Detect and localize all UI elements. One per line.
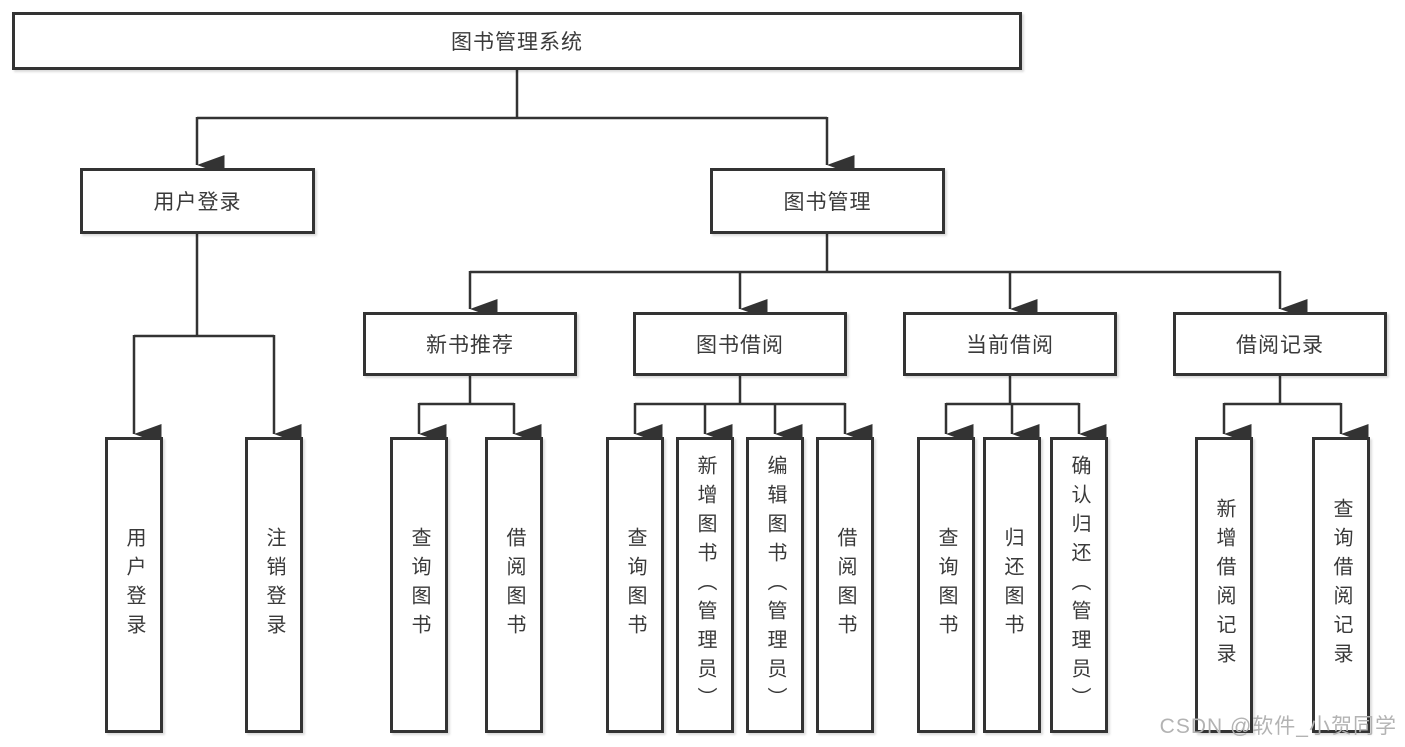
leaf-label: 查询借阅记录 bbox=[1330, 498, 1352, 672]
leaf-query-borrow-record: 查询借阅记录 bbox=[1312, 437, 1370, 733]
leaf-borrow-books-recommend: 借阅图书 bbox=[485, 437, 543, 733]
leaf-label: 借阅图书 bbox=[834, 527, 856, 643]
leaf-label: 查询图书 bbox=[624, 527, 646, 643]
leaf-label: 编辑图书（管理员） bbox=[764, 454, 786, 716]
node-label: 图书管理 bbox=[783, 191, 872, 214]
node-label: 图书管理系统 bbox=[451, 31, 583, 54]
leaf-label: 新增借阅记录 bbox=[1213, 498, 1235, 672]
leaf-logout: 注销登录 bbox=[245, 437, 303, 733]
node-library-management-system: 图书管理系统 bbox=[12, 12, 1022, 70]
leaf-confirm-return-admin: 确认归还（管理员） bbox=[1050, 437, 1108, 733]
node-book-management-branch: 图书管理 bbox=[710, 168, 945, 234]
leaf-query-books-current: 查询图书 bbox=[917, 437, 975, 733]
leaf-query-books-recommend: 查询图书 bbox=[390, 437, 448, 733]
node-borrowing-records: 借阅记录 bbox=[1173, 312, 1387, 376]
leaf-borrow-books: 借阅图书 bbox=[816, 437, 874, 733]
leaf-label: 归还图书 bbox=[1001, 527, 1023, 643]
node-current-borrowing: 当前借阅 bbox=[903, 312, 1117, 376]
node-label: 用户登录 bbox=[153, 191, 242, 214]
node-label: 当前借阅 bbox=[966, 334, 1054, 357]
node-book-borrowing: 图书借阅 bbox=[633, 312, 847, 376]
leaf-add-borrow-record: 新增借阅记录 bbox=[1195, 437, 1253, 733]
node-label: 图书借阅 bbox=[696, 334, 784, 357]
node-user-login-branch: 用户登录 bbox=[80, 168, 315, 234]
leaf-label: 用户登录 bbox=[123, 527, 145, 643]
leaf-label: 查询图书 bbox=[935, 527, 957, 643]
leaf-edit-books-admin: 编辑图书（管理员） bbox=[746, 437, 804, 733]
leaf-label: 新增图书（管理员） bbox=[694, 454, 716, 716]
node-label: 新书推荐 bbox=[426, 334, 514, 357]
leaf-return-books: 归还图书 bbox=[983, 437, 1041, 733]
leaf-label: 确认归还（管理员） bbox=[1068, 454, 1090, 716]
leaf-query-books-borrow: 查询图书 bbox=[606, 437, 664, 733]
leaf-user-login: 用户登录 bbox=[105, 437, 163, 733]
leaf-label: 注销登录 bbox=[263, 527, 285, 643]
csdn-watermark: CSDN @软件_小贺同学 bbox=[1159, 715, 1397, 738]
leaf-label: 查询图书 bbox=[408, 527, 430, 643]
node-label: 借阅记录 bbox=[1236, 334, 1324, 357]
leaf-label: 借阅图书 bbox=[503, 527, 525, 643]
leaf-add-books-admin: 新增图书（管理员） bbox=[676, 437, 734, 733]
node-new-book-recommendation: 新书推荐 bbox=[363, 312, 577, 376]
